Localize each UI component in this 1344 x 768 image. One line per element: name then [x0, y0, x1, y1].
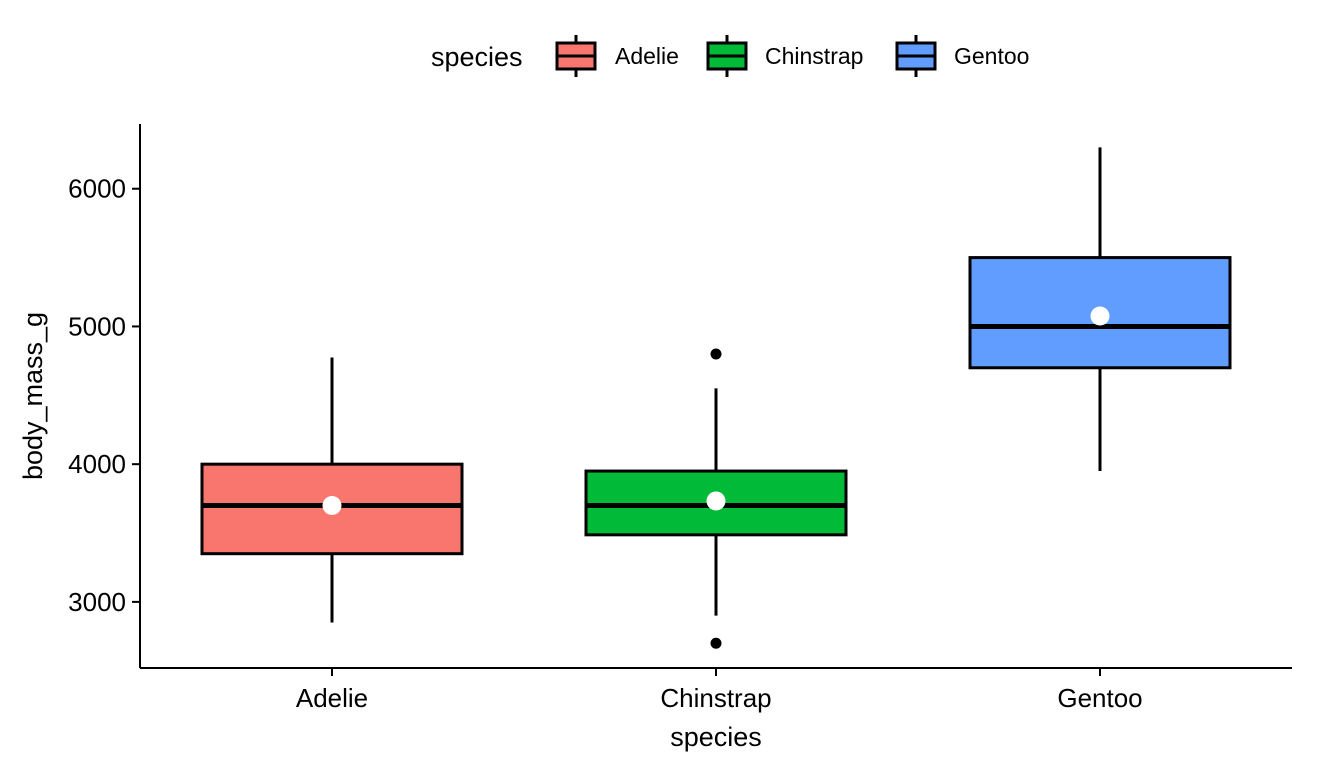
- box-chinstrap: [584, 348, 848, 649]
- x-tick-label: Chinstrap: [660, 683, 771, 713]
- legend-item-adelie: Adelie: [555, 35, 679, 77]
- axes: species body_mass_g 3000 4000 5000 6000Adel…: [18, 124, 1292, 752]
- y-tick-label: 5000: [68, 311, 126, 341]
- legend-item-gentoo: Gentoo: [895, 35, 1029, 77]
- iqr-box: [200, 462, 464, 556]
- legend-label: Adelie: [615, 43, 679, 69]
- box-gentoo: [968, 147, 1232, 472]
- legend-item-chinstrap: Chinstrap: [706, 35, 863, 77]
- y-tick-label: 6000: [68, 174, 126, 204]
- x-tick-label: Gentoo: [1057, 683, 1142, 713]
- mean-point: [706, 491, 726, 511]
- legend-title: species: [431, 42, 523, 72]
- plot-area: [200, 147, 1232, 649]
- mean-point: [1090, 306, 1110, 326]
- legend-label: Chinstrap: [765, 43, 863, 69]
- y-tick-label: 3000: [68, 587, 126, 617]
- legend: species Adelie Chinstrap Gentoo: [431, 35, 1029, 77]
- mean-point: [322, 495, 342, 515]
- y-tick-label: 4000: [68, 449, 126, 479]
- outlier-point: [710, 637, 722, 649]
- outlier-point: [710, 348, 722, 360]
- x-tick-label: Adelie: [296, 683, 368, 713]
- x-axis-title: species: [670, 722, 762, 752]
- box-adelie: [200, 357, 464, 623]
- legend-label: Gentoo: [954, 43, 1029, 69]
- y-axis-title: body_mass_g: [18, 312, 48, 480]
